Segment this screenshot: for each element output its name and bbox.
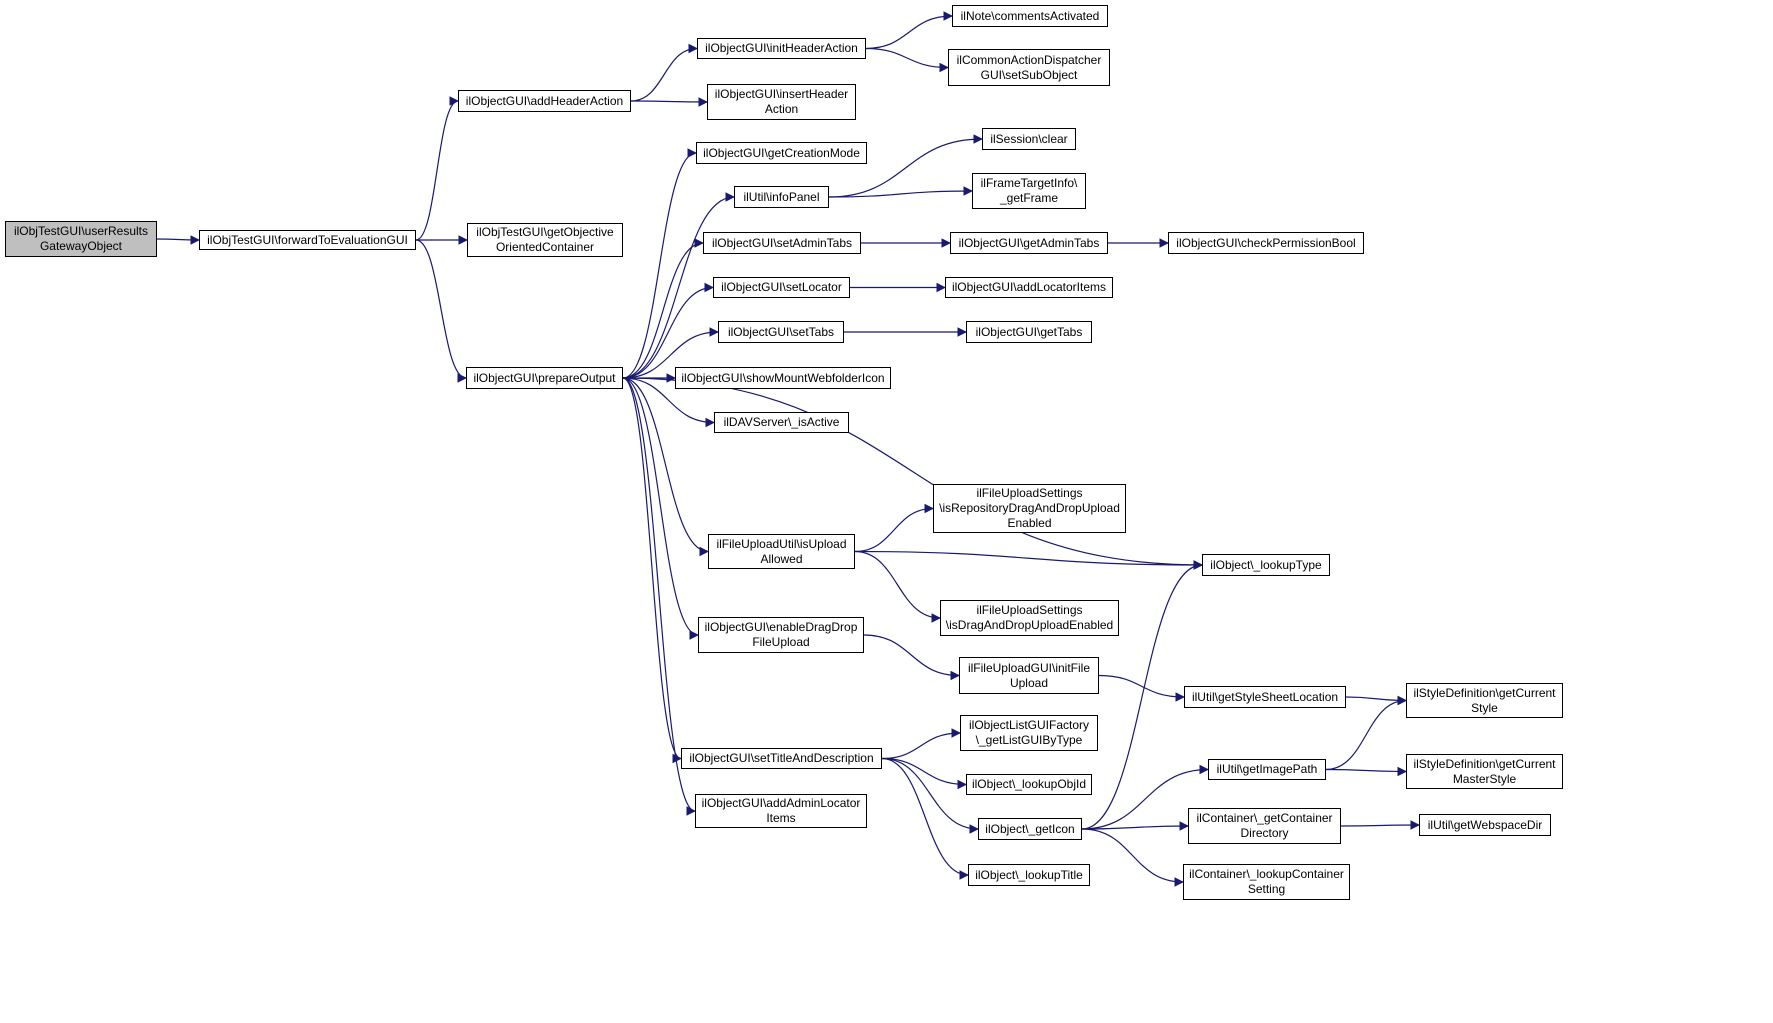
edge-n05-n18 bbox=[622, 377, 699, 640]
edge-n05-n10 bbox=[622, 148, 697, 379]
node-settabs[interactable]: ilObjectGUI\setTabs bbox=[718, 321, 844, 343]
edge-n35-n36 bbox=[1325, 766, 1407, 777]
edge-n05-n17 bbox=[622, 377, 709, 557]
node-addheaderaction[interactable]: ilObjectGUI\addHeaderAction bbox=[458, 90, 631, 112]
node-initheaderaction[interactable]: ilObjectGUI\initHeaderAction bbox=[697, 38, 866, 59]
edge-n37-n35 bbox=[1081, 764, 1209, 830]
node-object-geticon[interactable]: ilObject\_getIcon bbox=[978, 818, 1082, 840]
edge-n01-n02 bbox=[156, 235, 200, 245]
node-isrepositorydraganddropuploadenabled[interactable]: ilFileUploadSettings \isRepositoryDragAn… bbox=[933, 484, 1126, 533]
node-getcurrentstyle[interactable]: ilStyleDefinition\getCurrent Style bbox=[1406, 683, 1563, 718]
node-object-lookuptitle[interactable]: ilObject\_lookupTitle bbox=[968, 864, 1090, 886]
node-showmountwebfoldericon[interactable]: ilObjectGUI\showMountWebfolderIcon bbox=[675, 367, 891, 389]
edge-n06-n09 bbox=[865, 47, 949, 73]
edge-n02-n05 bbox=[415, 239, 467, 383]
node-getcreationmode[interactable]: ilObjectGUI\getCreationMode bbox=[696, 142, 867, 164]
node-initfileupload[interactable]: ilFileUploadGUI\initFile Upload bbox=[959, 657, 1099, 694]
node-forwardtoevaluationgui[interactable]: ilObjTestGUI\forwardToEvaluationGUI bbox=[199, 230, 416, 250]
edge-n19-n33 bbox=[881, 728, 961, 760]
edge-n37-n41 bbox=[1081, 828, 1184, 887]
node-prepareoutput[interactable]: ilObjectGUI\prepareOutput bbox=[466, 367, 623, 389]
node-insertheaderaction[interactable]: ilObjectGUI\insertHeader Action bbox=[707, 84, 856, 120]
edge-n37-n28 bbox=[1081, 560, 1203, 830]
edge-n05-n13 bbox=[622, 282, 714, 379]
node-getadmintabs[interactable]: ilObjectGUI\getAdminTabs bbox=[950, 232, 1108, 254]
edge-n19-n34 bbox=[881, 757, 967, 790]
edge-n05-n20 bbox=[622, 377, 696, 816]
edge-n17-n29 bbox=[854, 550, 941, 623]
edge-n02-n03 bbox=[415, 96, 459, 241]
node-settitleanddescription[interactable]: ilObjectGUI\setTitleAndDescription bbox=[681, 748, 882, 769]
node-addadminlocatoritems[interactable]: ilObjectGUI\addAdminLocator Items bbox=[695, 794, 867, 828]
node-checkpermissionbool[interactable]: ilObjectGUI\checkPermissionBool bbox=[1168, 232, 1364, 254]
node-lookupcontainersetting[interactable]: ilContainer\_lookupContainer Setting bbox=[1183, 864, 1350, 900]
edge-n03-n06 bbox=[630, 43, 698, 102]
edge-n05-n16 bbox=[622, 377, 715, 428]
edge-n05-n19 bbox=[622, 377, 682, 764]
edge-n11-n22 bbox=[828, 186, 973, 198]
node-setlocator[interactable]: ilObjectGUI\setLocator bbox=[713, 277, 850, 298]
node-userresultsgatewayobject[interactable]: ilObjTestGUI\userResults GatewayObject bbox=[5, 221, 157, 257]
edge-n38-n39 bbox=[1340, 820, 1420, 830]
edge-n03-n07 bbox=[630, 97, 708, 107]
node-session-clear[interactable]: ilSession\clear bbox=[982, 128, 1076, 150]
node-isdraganddropuploadenabled[interactable]: ilFileUploadSettings \isDragAndDropUploa… bbox=[940, 600, 1119, 636]
node-gettabs[interactable]: ilObjectGUI\getTabs bbox=[966, 321, 1092, 343]
edge-n17-n28 bbox=[854, 550, 1203, 570]
edge-n30-n31 bbox=[1098, 674, 1185, 702]
node-object-lookupobjid[interactable]: ilObject\_lookupObjId bbox=[966, 774, 1092, 795]
node-setsubobject[interactable]: ilCommonActionDispatcher GUI\setSubObjec… bbox=[948, 49, 1110, 86]
node-enabledragdropfileupload[interactable]: ilObjectGUI\enableDragDrop FileUpload bbox=[698, 617, 864, 653]
node-getobjectiveorientedcontainer[interactable]: ilObjTestGUI\getObjective OrientedContai… bbox=[467, 223, 623, 257]
node-addlocatoritems[interactable]: ilObjectGUI\addLocatorItems bbox=[945, 277, 1113, 298]
edge-n19-n40 bbox=[881, 757, 969, 880]
node-davserver-isactive[interactable]: ilDAVServer\_isActive bbox=[714, 412, 849, 433]
edge-n06-n08 bbox=[865, 11, 953, 50]
node-getstylesheetlocation[interactable]: ilUtil\getStyleSheetLocation bbox=[1184, 686, 1346, 708]
edge-n35-n32 bbox=[1325, 695, 1407, 771]
edge-n17-n27 bbox=[854, 503, 934, 553]
node-getwebspacedir[interactable]: ilUtil\getWebspaceDir bbox=[1419, 814, 1551, 836]
edge-n11-n21 bbox=[828, 134, 983, 198]
node-infopanel[interactable]: ilUtil\infoPanel bbox=[734, 186, 829, 208]
node-isuploadallowed[interactable]: ilFileUploadUtil\isUpload Allowed bbox=[708, 534, 855, 569]
edge-n19-n37 bbox=[881, 757, 979, 834]
node-getcurrentmasterstyle[interactable]: ilStyleDefinition\getCurrent MasterStyle bbox=[1406, 754, 1563, 789]
node-commentsactivated[interactable]: ilNote\commentsActivated bbox=[952, 5, 1108, 27]
edge-n05-n14 bbox=[622, 327, 719, 379]
node-getcontainerdirectory[interactable]: ilContainer\_getContainer Directory bbox=[1188, 808, 1341, 844]
edge-n05-n12 bbox=[622, 238, 704, 379]
node-object-lookuptype[interactable]: ilObject\_lookupType bbox=[1202, 554, 1330, 576]
node-getimagepath[interactable]: ilUtil\getImagePath bbox=[1208, 759, 1326, 780]
edge-n05-n11 bbox=[622, 192, 735, 379]
edge-n37-n38 bbox=[1081, 821, 1189, 831]
edge-n31-n32 bbox=[1345, 695, 1407, 706]
node-frametargetinfo-getframe[interactable]: ilFrameTargetInfo\ _getFrame bbox=[972, 173, 1086, 209]
edge-n18-n30 bbox=[863, 634, 960, 681]
node-getlistguibytype[interactable]: ilObjectListGUIFactory \_getListGUIByTyp… bbox=[960, 715, 1098, 751]
node-setadmintabs[interactable]: ilObjectGUI\setAdminTabs bbox=[703, 232, 861, 254]
